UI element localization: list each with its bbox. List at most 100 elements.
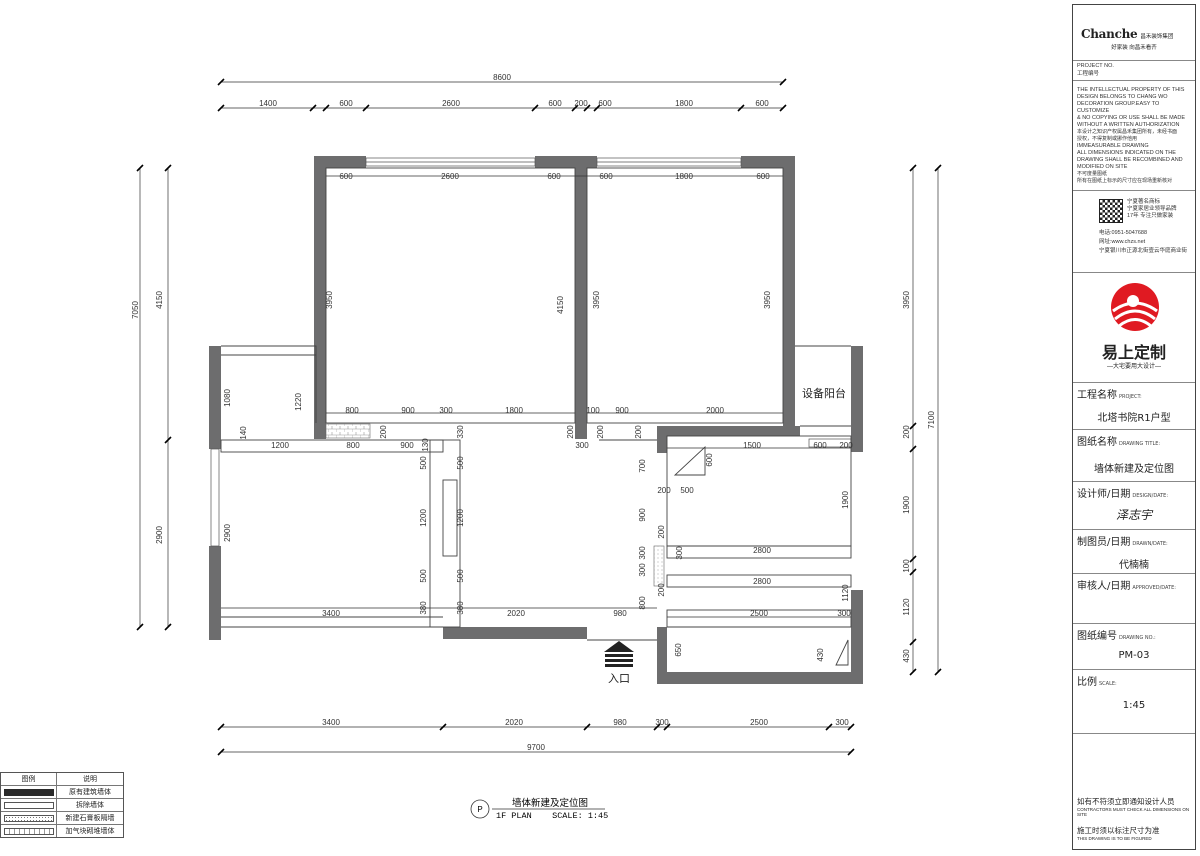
dim-text: 800 [345, 406, 359, 415]
legend-desc: 新建石膏板隔墙 [65, 814, 115, 822]
project-name-en: PROJECT: [1119, 394, 1142, 400]
legend: 图例 说明 原有建筑墙体 拆除墙体 新建石膏板隔墙 加气块砌堆墙体 [0, 772, 124, 838]
dim-text: 300 [835, 718, 849, 727]
company-logo-section: Chanche 昌禾装饰集团 好家装 向昌禾看齐 [1073, 5, 1195, 61]
dim-text: 7100 [927, 411, 936, 429]
dim-text: 1900 [902, 496, 911, 514]
dim-text: 800 [638, 596, 647, 610]
approved-en: APPROVED/DATE: [1132, 585, 1176, 591]
copyright-10: MODIFIED ON SITE [1077, 164, 1128, 170]
dim-text: 1900 [841, 491, 850, 509]
qr-code-icon [1099, 199, 1123, 223]
entrance-arrow-icon [604, 641, 634, 667]
dim-text: 130 [421, 438, 430, 452]
dim-text: 1220 [294, 393, 303, 411]
dim-top-total: 8600 [493, 73, 511, 82]
dim-text: 1200 [271, 441, 289, 450]
dim-text: 650 [674, 643, 683, 657]
copyright-0: THE INTELLECTUAL PROPERTY OF THIS [1077, 87, 1185, 93]
notice-2-en: THIS DRAWING IS TO BE FIGURED [1077, 836, 1152, 841]
drawing-no-label: 图纸编号 [1077, 631, 1117, 642]
dim-text: 2000 [706, 406, 724, 415]
dim-text: 2600 [442, 99, 460, 108]
dim-text: 7050 [131, 301, 140, 319]
dim-text: 1400 [259, 99, 277, 108]
blank-section [1073, 734, 1195, 794]
room-label-equipment-balcony: 设备阳台 [802, 386, 846, 400]
drawing-caption: P 墙体新建及定位图 1F PLAN SCALE: 1:45 [470, 795, 670, 823]
dim-text: 300 [675, 546, 684, 560]
designer-signature: 泽志宇 [1115, 508, 1152, 522]
dim-text: 200 [634, 425, 643, 439]
copyright-6: 授权，不得复制或挪作他用 [1077, 136, 1138, 142]
drawn-label: 制图员/日期 [1077, 537, 1131, 548]
dim-text: 600 [339, 99, 353, 108]
notice-section: 如有不符须立即通知设计人员 CONTRACTORS MUST CHECK ALL… [1073, 794, 1195, 843]
dim-text: 2020 [507, 609, 525, 618]
drawing-title-label: 图纸名称 [1077, 437, 1117, 448]
dim-text: 2600 [441, 172, 459, 181]
existing-walls [209, 156, 863, 684]
dim-text: 500 [456, 456, 465, 470]
address: 宁夏银川市正源北街壹云华庭商业街 [1099, 248, 1188, 254]
legend-desc: 加气块砌堆墙体 [65, 827, 115, 835]
dim-text: 900 [638, 508, 647, 522]
drawing-no-en: DRAWING NO.: [1119, 635, 1156, 641]
legend-row: 新建石膏板隔墙 [1, 812, 123, 825]
notice-2: 施工时须以标注尺寸为准 [1077, 826, 1160, 835]
dim-text: 200 [566, 425, 575, 439]
dim-text: 1120 [902, 598, 911, 616]
contact-section: 宁夏著名商标 宁夏家居业领导品牌 17年 专注只做家装 电话:0951-5047… [1073, 191, 1195, 273]
legend-row: 拆除墙体 [1, 799, 123, 812]
dim-text: 1800 [505, 406, 523, 415]
dim-text: 600 [599, 172, 613, 181]
legend-swatch-gypsum [1, 812, 57, 824]
dim-text: 1200 [419, 509, 428, 527]
dim-text: 2800 [753, 546, 771, 555]
copyright-1: DESIGN BELONGS TO CHANG WO [1077, 94, 1168, 100]
dim-text: 200 [657, 486, 671, 495]
dim-text: 900 [401, 406, 415, 415]
brand-line-2: 17年 专注只做家装 [1127, 213, 1174, 219]
dim-text: 3950 [763, 291, 772, 309]
dim-text: 3950 [902, 291, 911, 309]
dim-text: 3400 [322, 609, 340, 618]
brand-logo-icon [1111, 283, 1159, 331]
dim-text: 300 [575, 441, 589, 450]
windows [210, 157, 852, 547]
copyright-section: THE INTELLECTUAL PROPERTY OF THIS DESIGN… [1073, 81, 1195, 191]
copyright-2: DECORATION GROUP.EASY TO CUSTOMIZE [1077, 101, 1160, 114]
legend-header-desc: 说明 [83, 775, 97, 783]
dim-text: 200 [657, 525, 666, 539]
dim-text: 980 [613, 718, 627, 727]
dim-text: 300 [837, 609, 851, 618]
caption-subtitle: 1F PLAN SCALE: 1:45 [496, 811, 608, 821]
dim-text: 600 [547, 172, 561, 181]
drawn-en: DRAWN/DATE: [1132, 541, 1168, 547]
dim-text: 430 [902, 649, 911, 663]
brand-section: 易上定制 —大宅要用大设计— [1073, 273, 1195, 383]
dim-text: 500 [419, 569, 428, 583]
legend-header-symbol: 图例 [1, 773, 57, 785]
drawing-title-en: DRAWING TITLE: [1119, 441, 1161, 447]
dim-text: 600 [756, 172, 770, 181]
dim-text: 100 [586, 406, 600, 415]
dim-text: 200 [379, 425, 388, 439]
title-block: Chanche 昌禾装饰集团 好家装 向昌禾看齐 PROJECT NO. 工程编… [1072, 4, 1196, 850]
copyright-5: 本设计之知识产权属昌禾集团所有，未经书面 [1077, 129, 1178, 135]
dim-text: 300 [655, 718, 669, 727]
phone: 电话:0951-5047688 [1099, 230, 1148, 236]
dim-text: 1080 [223, 389, 232, 407]
dim-text: 500 [456, 569, 465, 583]
dim-bottom-total: 9700 [527, 743, 545, 752]
scale-value: 1:45 [1122, 700, 1146, 711]
dim-text: 300 [638, 546, 647, 560]
dim-text: 140 [239, 426, 248, 440]
company-slogan: 好家装 向昌禾看齐 [1111, 45, 1157, 51]
website: 网址:www.chzs.net [1099, 239, 1146, 245]
